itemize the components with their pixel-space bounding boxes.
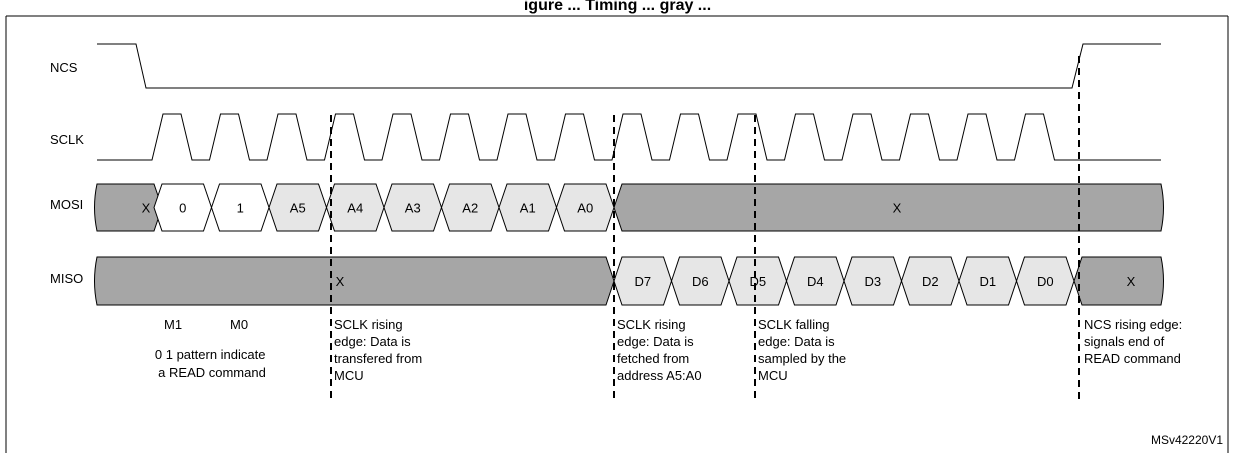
mosi-cell-7-label: A1 xyxy=(520,201,536,216)
mosi-cell-2-label: 1 xyxy=(237,201,244,216)
mosi-cell-9-label: X xyxy=(893,201,902,216)
mosi-cell-1: 0 xyxy=(153,183,213,232)
miso-cell-4-label: D4 xyxy=(807,274,824,289)
mosi-cell-0: X xyxy=(94,183,163,232)
mosi-cell-2: 1 xyxy=(210,183,270,232)
mosi-cell-4: A4 xyxy=(325,183,385,232)
miso-cell-0-shape xyxy=(94,256,615,306)
miso-cell-9: X xyxy=(1073,256,1164,306)
miso-cell-2: D6 xyxy=(670,256,730,306)
miso-cell-3: D5 xyxy=(728,256,788,306)
miso-cell-6: D2 xyxy=(900,256,960,306)
mosi-cell-5-label: A3 xyxy=(405,201,421,216)
miso-cell-4: D4 xyxy=(785,256,845,306)
ncs-waveform xyxy=(97,43,1161,89)
sclk-rising-transfer-note: SCLK rising edge: Data is transfered fro… xyxy=(334,317,426,383)
miso-cell-1-label: D7 xyxy=(634,274,651,289)
figure-reference: MSv42220V1 xyxy=(1151,433,1223,447)
mosi-cell-5: A3 xyxy=(383,183,443,232)
mosi-cell-9-shape xyxy=(613,183,1164,232)
mosi-cell-6-label: A2 xyxy=(462,201,478,216)
diagram-frame xyxy=(5,15,1229,453)
miso-cell-8-label: D0 xyxy=(1037,274,1054,289)
mosi-bus: X 0 1 A5 A4 A3 A2 A1 A0 X xyxy=(94,183,1164,232)
sclk-falling-sample-note: SCLK falling edge: Data is sampled by th… xyxy=(758,317,850,383)
read-pattern-note: 0 1 pattern indicate a READ command xyxy=(155,347,269,380)
miso-cell-5: D3 xyxy=(843,256,903,306)
mosi-cell-3: A5 xyxy=(268,183,328,232)
miso-label: MISO xyxy=(50,271,83,286)
miso-cell-5-label: D3 xyxy=(864,274,881,289)
mosi-cell-0-label: X xyxy=(142,201,151,216)
miso-cell-0-label: X xyxy=(336,274,345,289)
mosi-cell-9: X xyxy=(613,183,1164,232)
mosi-cell-0-shape xyxy=(94,183,163,232)
mosi-label: MOSI xyxy=(50,197,83,212)
miso-cell-7-label: D1 xyxy=(979,274,996,289)
sclk-waveform xyxy=(97,113,1161,161)
miso-cell-9-shape xyxy=(1073,256,1164,306)
sclk-rising-fetch-note: SCLK rising edge: Data is fetched from a… xyxy=(617,317,702,383)
mosi-cell-7: A1 xyxy=(498,183,558,232)
mosi-cell-3-label: A5 xyxy=(290,201,306,216)
miso-cell-3-label: D5 xyxy=(749,274,766,289)
miso-bus: X D7 D6 D5 D4 D3 D2 D1 D0 X xyxy=(94,256,1164,306)
miso-cell-6-label: D2 xyxy=(922,274,939,289)
mosi-cell-1-label: 0 xyxy=(179,201,186,216)
mosi-cell-8: A0 xyxy=(555,183,615,232)
ncs-label: NCS xyxy=(50,60,78,75)
miso-cell-1: D7 xyxy=(613,256,673,306)
mosi-cell-8-label: A0 xyxy=(577,201,593,216)
edge-markers xyxy=(330,56,1080,400)
m1-label: M1 xyxy=(164,317,182,332)
figure-title: igure ... Timing ... gray ... xyxy=(523,0,712,14)
miso-cell-0: X xyxy=(94,256,615,306)
miso-cell-8: D0 xyxy=(1015,256,1075,306)
miso-cell-9-label: X xyxy=(1127,274,1136,289)
ncs-rising-end-note: NCS rising edge: signals end of READ com… xyxy=(1084,317,1186,366)
sclk-label: SCLK xyxy=(50,132,84,147)
miso-cell-2-label: D6 xyxy=(692,274,709,289)
mosi-cell-6: A2 xyxy=(440,183,500,232)
mosi-cell-4-label: A4 xyxy=(347,201,363,216)
miso-cell-7: D1 xyxy=(958,256,1018,306)
m0-label: M0 xyxy=(230,317,248,332)
